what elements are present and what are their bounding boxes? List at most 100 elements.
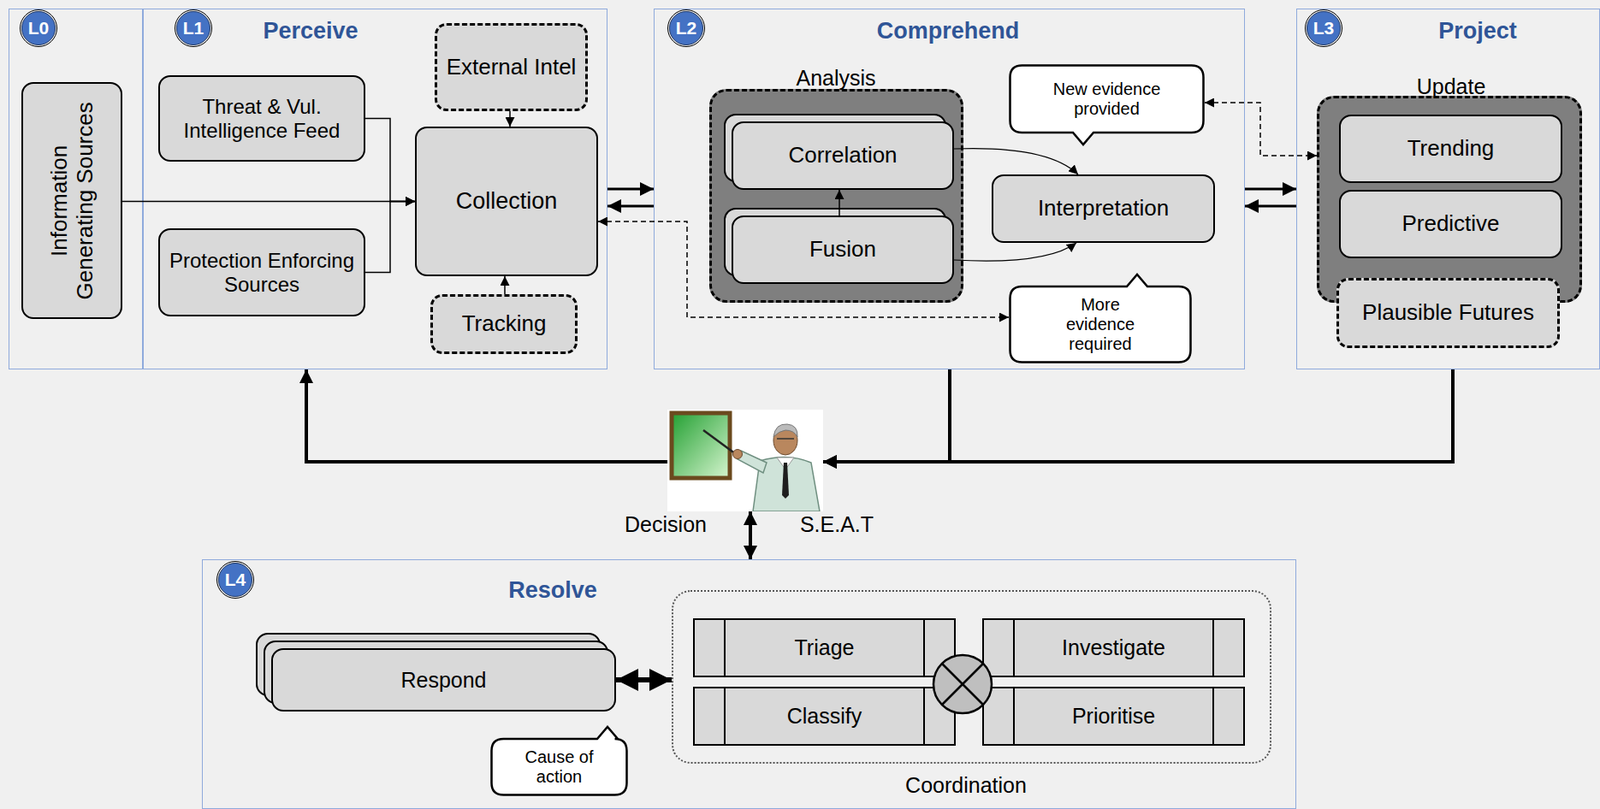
level-panel: L4 ResolveRespondCause of actionCoordinat…	[201, 559, 1297, 809]
group-box: AnalysisCorrelationFusion	[709, 88, 964, 303]
panel-heading: Project	[1438, 17, 1518, 45]
divider-bar	[1013, 688, 1015, 745]
speech-callout: Cause of action	[490, 727, 629, 797]
box-label: Threat & Vul. Intelligence Feed	[166, 94, 357, 143]
group-heading: Coordination	[905, 773, 1027, 799]
divider-bar	[1212, 620, 1215, 676]
level-badge: L2	[669, 11, 704, 46]
process-box: Classify	[693, 687, 956, 747]
role-label: S.E.A.T	[800, 512, 874, 538]
divider-bar	[923, 688, 925, 745]
box-label: Classify	[787, 704, 863, 729]
divider-bar	[723, 620, 726, 676]
optional-box: Tracking	[430, 294, 578, 355]
connector	[954, 148, 1079, 175]
process-box: Trending	[1339, 114, 1563, 184]
junction-symbol	[930, 651, 996, 718]
connector	[954, 242, 1077, 261]
panel-heading: Resolve	[508, 577, 598, 605]
group-heading: Analysis	[795, 65, 876, 91]
callout-shape	[1010, 65, 1204, 146]
vertical-label: Information Generating Sources	[46, 90, 98, 311]
level-panel: L1 PerceiveThreat & Vul. Intelligence Fee…	[142, 8, 608, 370]
divider-bar	[923, 620, 925, 676]
process-box: Correlation	[731, 121, 955, 190]
group-box: UpdateTrendingPredictive	[1316, 95, 1583, 303]
level-badge: L3	[1306, 11, 1341, 46]
divider-bar	[723, 688, 726, 745]
level-panel: L2 ComprehendAnalysisCorrelationFusion New…	[653, 8, 1245, 370]
box-label: Triage	[794, 635, 855, 661]
connector	[823, 369, 950, 463]
box-label: Collection	[456, 188, 558, 215]
hand	[733, 450, 743, 460]
process-box: Investigate	[982, 618, 1245, 678]
box-label: Prioritise	[1072, 704, 1156, 729]
callout-text: More evidence required	[1048, 295, 1152, 355]
panel-heading: Comprehend	[877, 17, 1020, 45]
presenter-illustration	[667, 409, 824, 512]
connector	[122, 201, 415, 203]
box-label: Trending	[1407, 136, 1495, 162]
box-label: Predictive	[1401, 211, 1500, 238]
process-box: Predictive	[1339, 189, 1563, 259]
junction-circle	[933, 655, 992, 714]
callout-text: New evidence provided	[1034, 79, 1180, 119]
divider-bar	[1013, 620, 1015, 676]
connector	[365, 118, 415, 202]
connector	[1244, 188, 1297, 191]
callout-shape	[491, 727, 628, 796]
pointer	[703, 430, 736, 455]
box-label: Investigate	[1061, 635, 1166, 661]
group-heading: Update	[1416, 74, 1487, 100]
connector	[365, 201, 415, 273]
callout-text: Cause of action	[512, 747, 607, 788]
hair	[773, 424, 798, 438]
process-box: Protection Enforcing Sources	[158, 228, 366, 317]
junction-cross	[942, 663, 984, 706]
connector	[607, 205, 654, 208]
board	[671, 413, 730, 479]
process-box: Prioritise	[982, 687, 1245, 747]
edge-label: Decision	[622, 512, 710, 538]
process-box: Threat & Vul. Intelligence Feed	[158, 75, 366, 162]
connector	[838, 189, 841, 216]
divider-bar	[1212, 688, 1215, 745]
box-label: External Intel	[446, 54, 577, 81]
connector	[616, 677, 672, 683]
callout-shape	[1010, 274, 1192, 363]
connector	[503, 276, 506, 295]
connector	[509, 111, 511, 127]
box-label: Protection Enforcing Sources	[166, 248, 357, 297]
connector	[823, 369, 1453, 463]
connector	[306, 369, 668, 463]
panel-heading: Perceive	[262, 17, 358, 45]
analyst-figure: S.E.A.T	[667, 409, 824, 512]
level-badge: L1	[176, 11, 211, 46]
level-panel: L3 ProjectUpdateTrendingPredictivePlausib…	[1296, 8, 1600, 370]
level-badge: L4	[218, 562, 253, 598]
box-label: Fusion	[809, 237, 877, 263]
source-box: Information Generating Sources	[21, 82, 123, 320]
level-badge: L0	[21, 11, 56, 46]
tie	[782, 462, 789, 499]
glasses	[776, 438, 795, 440]
speech-callout: New evidence provided	[1008, 64, 1205, 145]
process-box: Interpretation	[991, 174, 1215, 243]
speech-callout: More evidence required	[1008, 274, 1192, 364]
connector	[1244, 205, 1297, 208]
box-label: Correlation	[788, 142, 897, 169]
connector	[607, 188, 654, 191]
box-label: Respond	[400, 668, 486, 694]
box-label: Interpretation	[1037, 195, 1169, 222]
level-panel: L0Information Generating Sources	[8, 8, 143, 370]
box-label: Plausible Futures	[1362, 300, 1535, 326]
connector	[748, 511, 753, 560]
optional-box: External Intel	[434, 23, 588, 112]
process-box: Triage	[693, 618, 956, 678]
process-box: Fusion	[731, 215, 955, 285]
junction-cross	[942, 663, 984, 706]
process-box: Collection	[414, 126, 599, 277]
illustration-ground	[667, 409, 824, 512]
